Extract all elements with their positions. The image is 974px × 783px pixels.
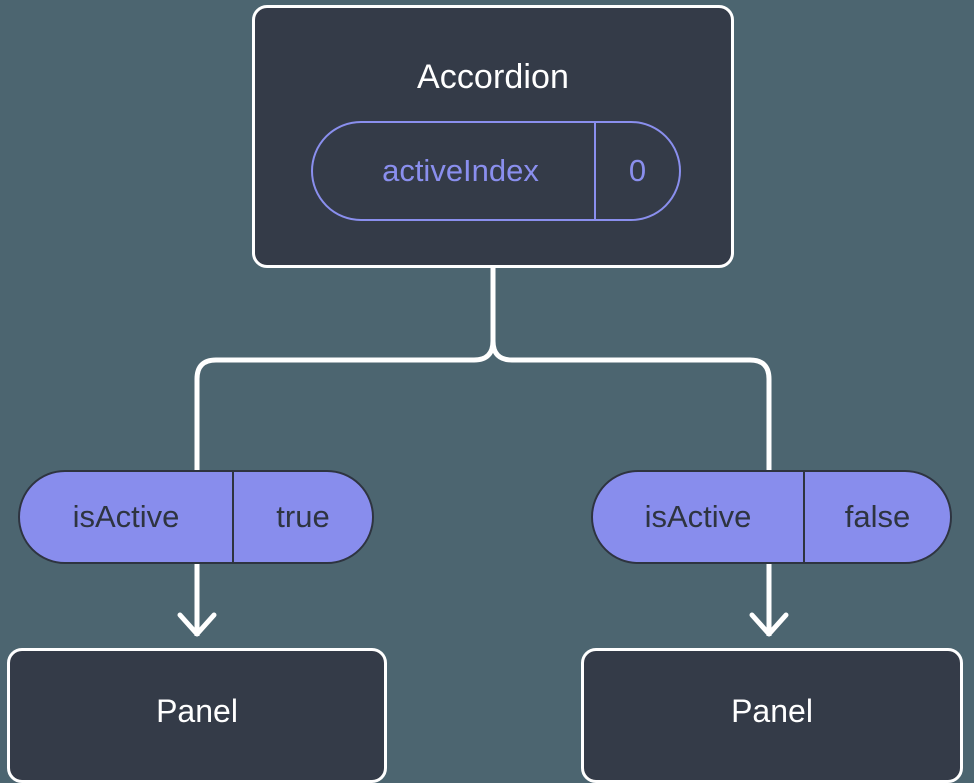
prop-pill-key: isActive xyxy=(644,499,752,534)
arrow-down-icon-left xyxy=(177,612,217,637)
connector-fork-right xyxy=(490,338,772,473)
accordion-component-card[interactable]: Accordion activeIndex 0 xyxy=(252,5,734,268)
arrow-down-icon-right xyxy=(749,612,789,637)
state-badge-activeindex[interactable]: activeIndex 0 xyxy=(311,121,681,221)
state-badge-key: activeIndex xyxy=(382,153,539,188)
accordion-title: Accordion xyxy=(416,58,570,96)
prop-pill-key: isActive xyxy=(72,499,180,534)
panel-component-card-right[interactable]: Panel xyxy=(581,648,963,783)
state-badge-value: 0 xyxy=(594,123,679,219)
panel-component-card-left[interactable]: Panel xyxy=(7,648,387,783)
prop-pill-value: true xyxy=(232,472,372,562)
prop-pill-value: false xyxy=(803,472,950,562)
prop-pill-isactive-true[interactable]: isActive true xyxy=(18,470,374,564)
panel-title: Panel xyxy=(156,693,238,729)
prop-pill-isactive-false[interactable]: isActive false xyxy=(591,470,952,564)
connector-fork-left xyxy=(194,338,496,473)
panel-title: Panel xyxy=(731,693,813,729)
